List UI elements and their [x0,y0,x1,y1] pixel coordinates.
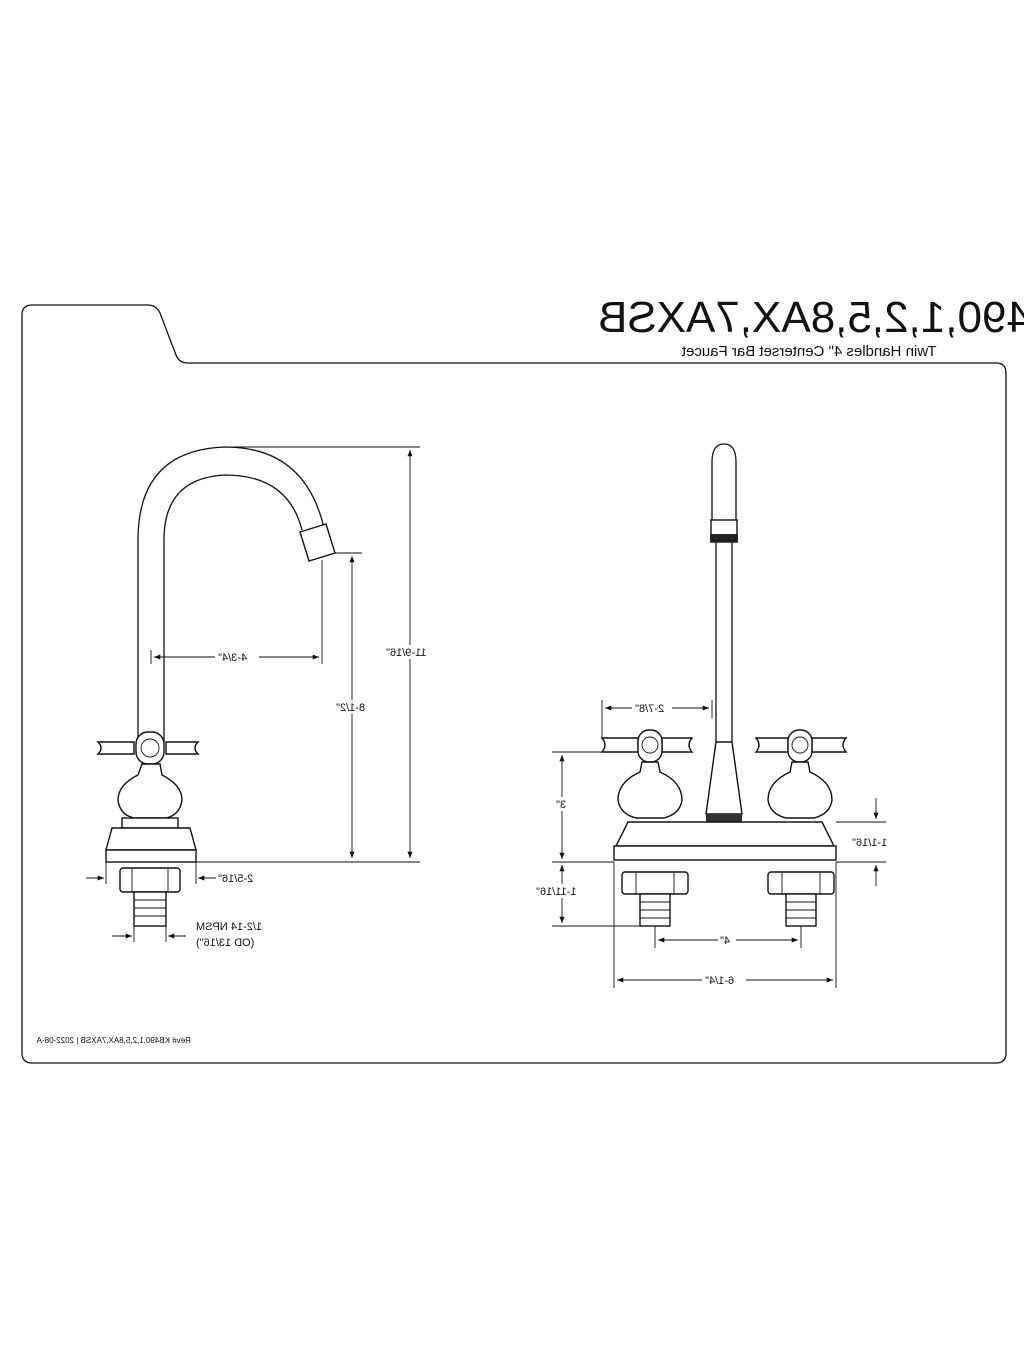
side-lock-nut [119,867,181,893]
front-spout-base [705,741,743,815]
model-subtitle: Twin Handles 4" Centerset Bar Faucet [681,343,936,360]
dim-thread-label: 1/2-14 NPSM [196,921,262,933]
dim-spout-reach-label: 4-3/4" [218,652,247,664]
front-left-lock-nut [621,871,689,895]
dim-base-width-label: 6-1/4" [705,975,734,987]
sheet-frame [21,304,1007,1064]
model-title: KB490,1,2,5,8AX,7AXSB [598,293,1024,342]
file-reference: Rev# KB490,1,2,5,8AX,7AXSB | 2022-08-A [36,1036,191,1045]
side-cross-handle [96,741,135,755]
front-base [614,821,836,847]
front-view: 2-7/8" 3" 1-11/16" 1-1/16" 4" 6-1/4" [530,443,887,988]
dim-base-depth-label: 2-5/16" [218,873,253,885]
side-aerator [299,523,336,562]
dim-overall-height-label: 11-9/16" [386,647,426,659]
side-view: 11-9/16" 8-1/2" 4-3/4" 2-5/16" 1/2-14 NP… [86,446,436,949]
front-aerator [710,534,738,542]
side-base [105,827,197,851]
dim-handle-width-label: 2-7/8" [635,703,664,715]
dim-shank-length-label: 1-11/16" [536,886,576,898]
dim-thread-od-label: (OD 13/16") [196,937,254,949]
dim-deck-height-label: 1-1/16" [852,837,887,849]
front-spout [711,443,737,520]
side-valve-body [117,763,183,819]
dim-handle-height-label: 3" [556,799,566,811]
side-spout [137,446,325,742]
dim-centers-label: 4" [720,935,730,947]
front-right-handle [754,729,848,819]
side-shank [133,891,167,927]
front-left-handle [600,729,694,819]
dim-spout-height-label: 8-1/2" [336,702,365,714]
front-right-lock-nut [767,871,835,895]
